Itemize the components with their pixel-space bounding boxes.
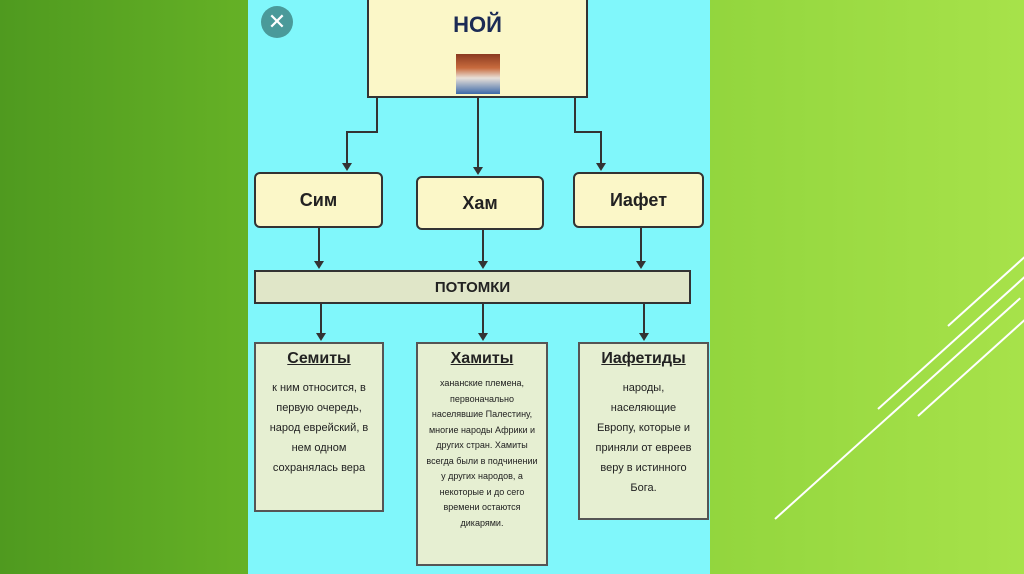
group-semites: Семиты к ним относится, в первую очередь… — [254, 342, 384, 512]
group-hamites: Хамиты хананские племена, первоначально … — [416, 342, 548, 566]
group-text: хананские племена, первоначально населяв… — [426, 378, 538, 528]
noah-title: НОЙ — [453, 12, 502, 37]
son-name: Иафет — [609, 189, 668, 210]
son-box-ham: Хам — [416, 176, 544, 230]
noah-portrait-image — [455, 54, 500, 94]
son-box-sim: Сим — [254, 172, 383, 228]
decorative-line — [877, 274, 1024, 410]
group-text: народы, населяющие Европу, которые и при… — [595, 382, 692, 494]
son-name: Хам — [462, 192, 498, 213]
descendants-label: ПОТОМКИ — [434, 278, 511, 296]
group-title: Иафетиды — [601, 350, 686, 367]
group-title: Хамиты — [450, 350, 514, 367]
close-icon[interactable]: ✕ — [261, 6, 293, 38]
group-text: к ним относится, в первую очередь, народ… — [269, 382, 369, 474]
decorative-line — [774, 297, 1021, 520]
group-japhethites: Иафетиды народы, населяющие Европу, кото… — [578, 342, 709, 520]
descendants-bar: ПОТОМКИ — [254, 270, 691, 304]
noah-box: НОЙ — [367, 0, 588, 98]
son-box-iafet: Иафет — [573, 172, 704, 228]
son-name: Сим — [299, 189, 338, 210]
group-title: Семиты — [287, 350, 351, 367]
